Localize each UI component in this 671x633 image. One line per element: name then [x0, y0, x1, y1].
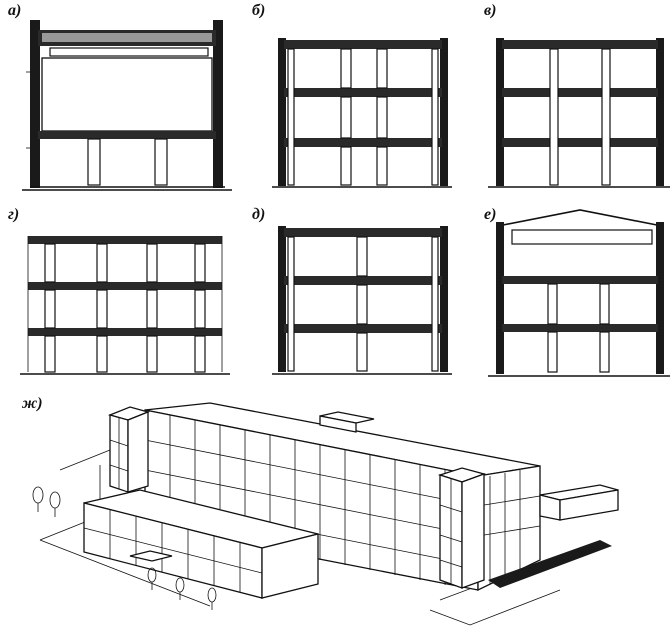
frame-e-section	[488, 209, 670, 377]
label-a: а)	[8, 2, 22, 19]
frame-g-section	[20, 236, 230, 375]
label-e: е)	[484, 206, 497, 223]
label-v: в)	[484, 2, 497, 19]
frame-v-section	[488, 38, 670, 188]
label-g: г)	[8, 206, 20, 223]
label-zh: ж)	[22, 395, 43, 412]
axonometric-building	[32, 402, 619, 626]
label-d: д)	[252, 206, 266, 223]
label-b: б)	[252, 2, 266, 19]
frame-d-section	[272, 226, 452, 375]
frame-b-section	[272, 38, 452, 188]
frame-a-section	[22, 20, 232, 191]
